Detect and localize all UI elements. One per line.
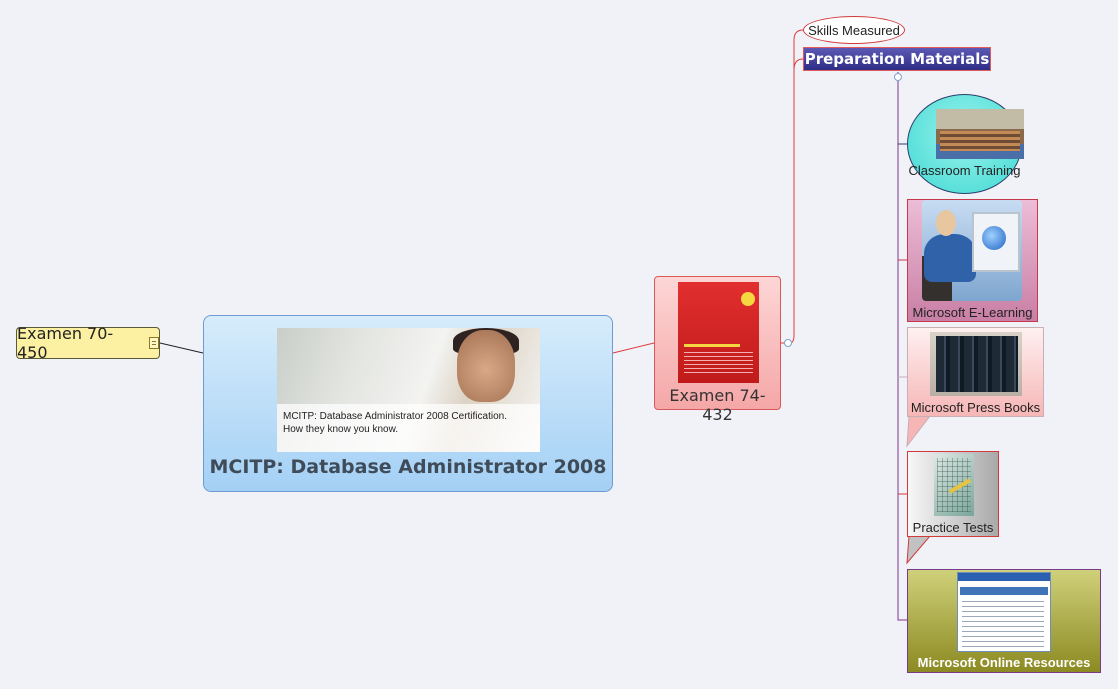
caption-line-2: How they know you know. [283, 424, 399, 435]
classroom-desks [940, 131, 1020, 151]
classroom-image [936, 109, 1024, 159]
elearning-image [922, 200, 1022, 301]
connector-to-prep [793, 58, 804, 71]
book-badge [741, 292, 755, 306]
topic-microsoft-e-learning[interactable]: Microsoft E-Learning [907, 199, 1038, 322]
topic-label: Microsoft E-Learning [912, 305, 1033, 320]
collapse-toggle-432[interactable] [784, 339, 792, 347]
site-header [960, 587, 1048, 595]
book-cover-image [678, 282, 759, 383]
connector-450-central [159, 342, 204, 354]
caption-line-1: MCITP: Database Administrator 2008 Certi… [283, 411, 507, 422]
person-head [936, 210, 956, 236]
topic-label: Classroom Training [908, 163, 1021, 178]
topic-microsoft-press-books[interactable]: Microsoft Press Books [907, 327, 1044, 417]
topic-practice-tests[interactable]: Practice Tests [907, 451, 999, 537]
book-stripe [684, 344, 740, 347]
topic-examen-70-450[interactable]: Examen 70-450 [16, 324, 160, 362]
books-image [930, 332, 1022, 396]
central-topic-title: MCITP: Database Administrator 2008 [209, 456, 607, 478]
site-text-lines [962, 601, 1044, 649]
book-spines [936, 336, 1018, 392]
topic-microsoft-online-resources[interactable]: Microsoft Online Resources [907, 569, 1101, 673]
browser-title-bar [958, 573, 1050, 581]
topic-label: Skills Measured [808, 22, 900, 38]
topic-skills-measured[interactable]: Skills Measured [803, 16, 905, 44]
topic-label: Examen 70-450 [17, 324, 114, 362]
topic-label: Microsoft Press Books [910, 400, 1041, 415]
website-screenshot-image [957, 572, 1051, 652]
topic-label: Preparation Materials [804, 50, 990, 68]
topic-preparation-materials[interactable]: Preparation Materials [803, 47, 991, 71]
topic-classroom-training[interactable]: Classroom Training [907, 94, 1024, 194]
topic-label: Practice Tests [912, 520, 994, 535]
globe-icon [982, 226, 1006, 250]
practice-callout-tail [906, 535, 932, 565]
topic-examen-74-432[interactable]: Examen 74-432 [654, 276, 781, 424]
answer-sheet-grid [937, 458, 971, 512]
books-callout-tail [906, 415, 932, 448]
photo-face [457, 330, 515, 402]
central-image: MCITP: Database Administrator 2008 Certi… [277, 328, 540, 452]
person-body [924, 234, 976, 282]
connector-central-432 [612, 342, 655, 354]
note-icon[interactable] [149, 337, 159, 349]
central-image-caption: MCITP: Database Administrator 2008 Certi… [283, 410, 507, 436]
connector-to-skills [789, 29, 804, 344]
collapse-toggle-prep[interactable] [894, 73, 902, 81]
topic-label: Examen 74-432 [669, 386, 766, 424]
topic-label: Microsoft Online Resources [917, 655, 1091, 670]
caption-band [277, 404, 540, 452]
practice-tests-image [934, 454, 974, 516]
book-text-lines [684, 352, 753, 374]
central-topic[interactable]: MCITP: Database Administrator 2008 Certi… [203, 315, 613, 492]
connector-prep-trunk [897, 72, 907, 621]
